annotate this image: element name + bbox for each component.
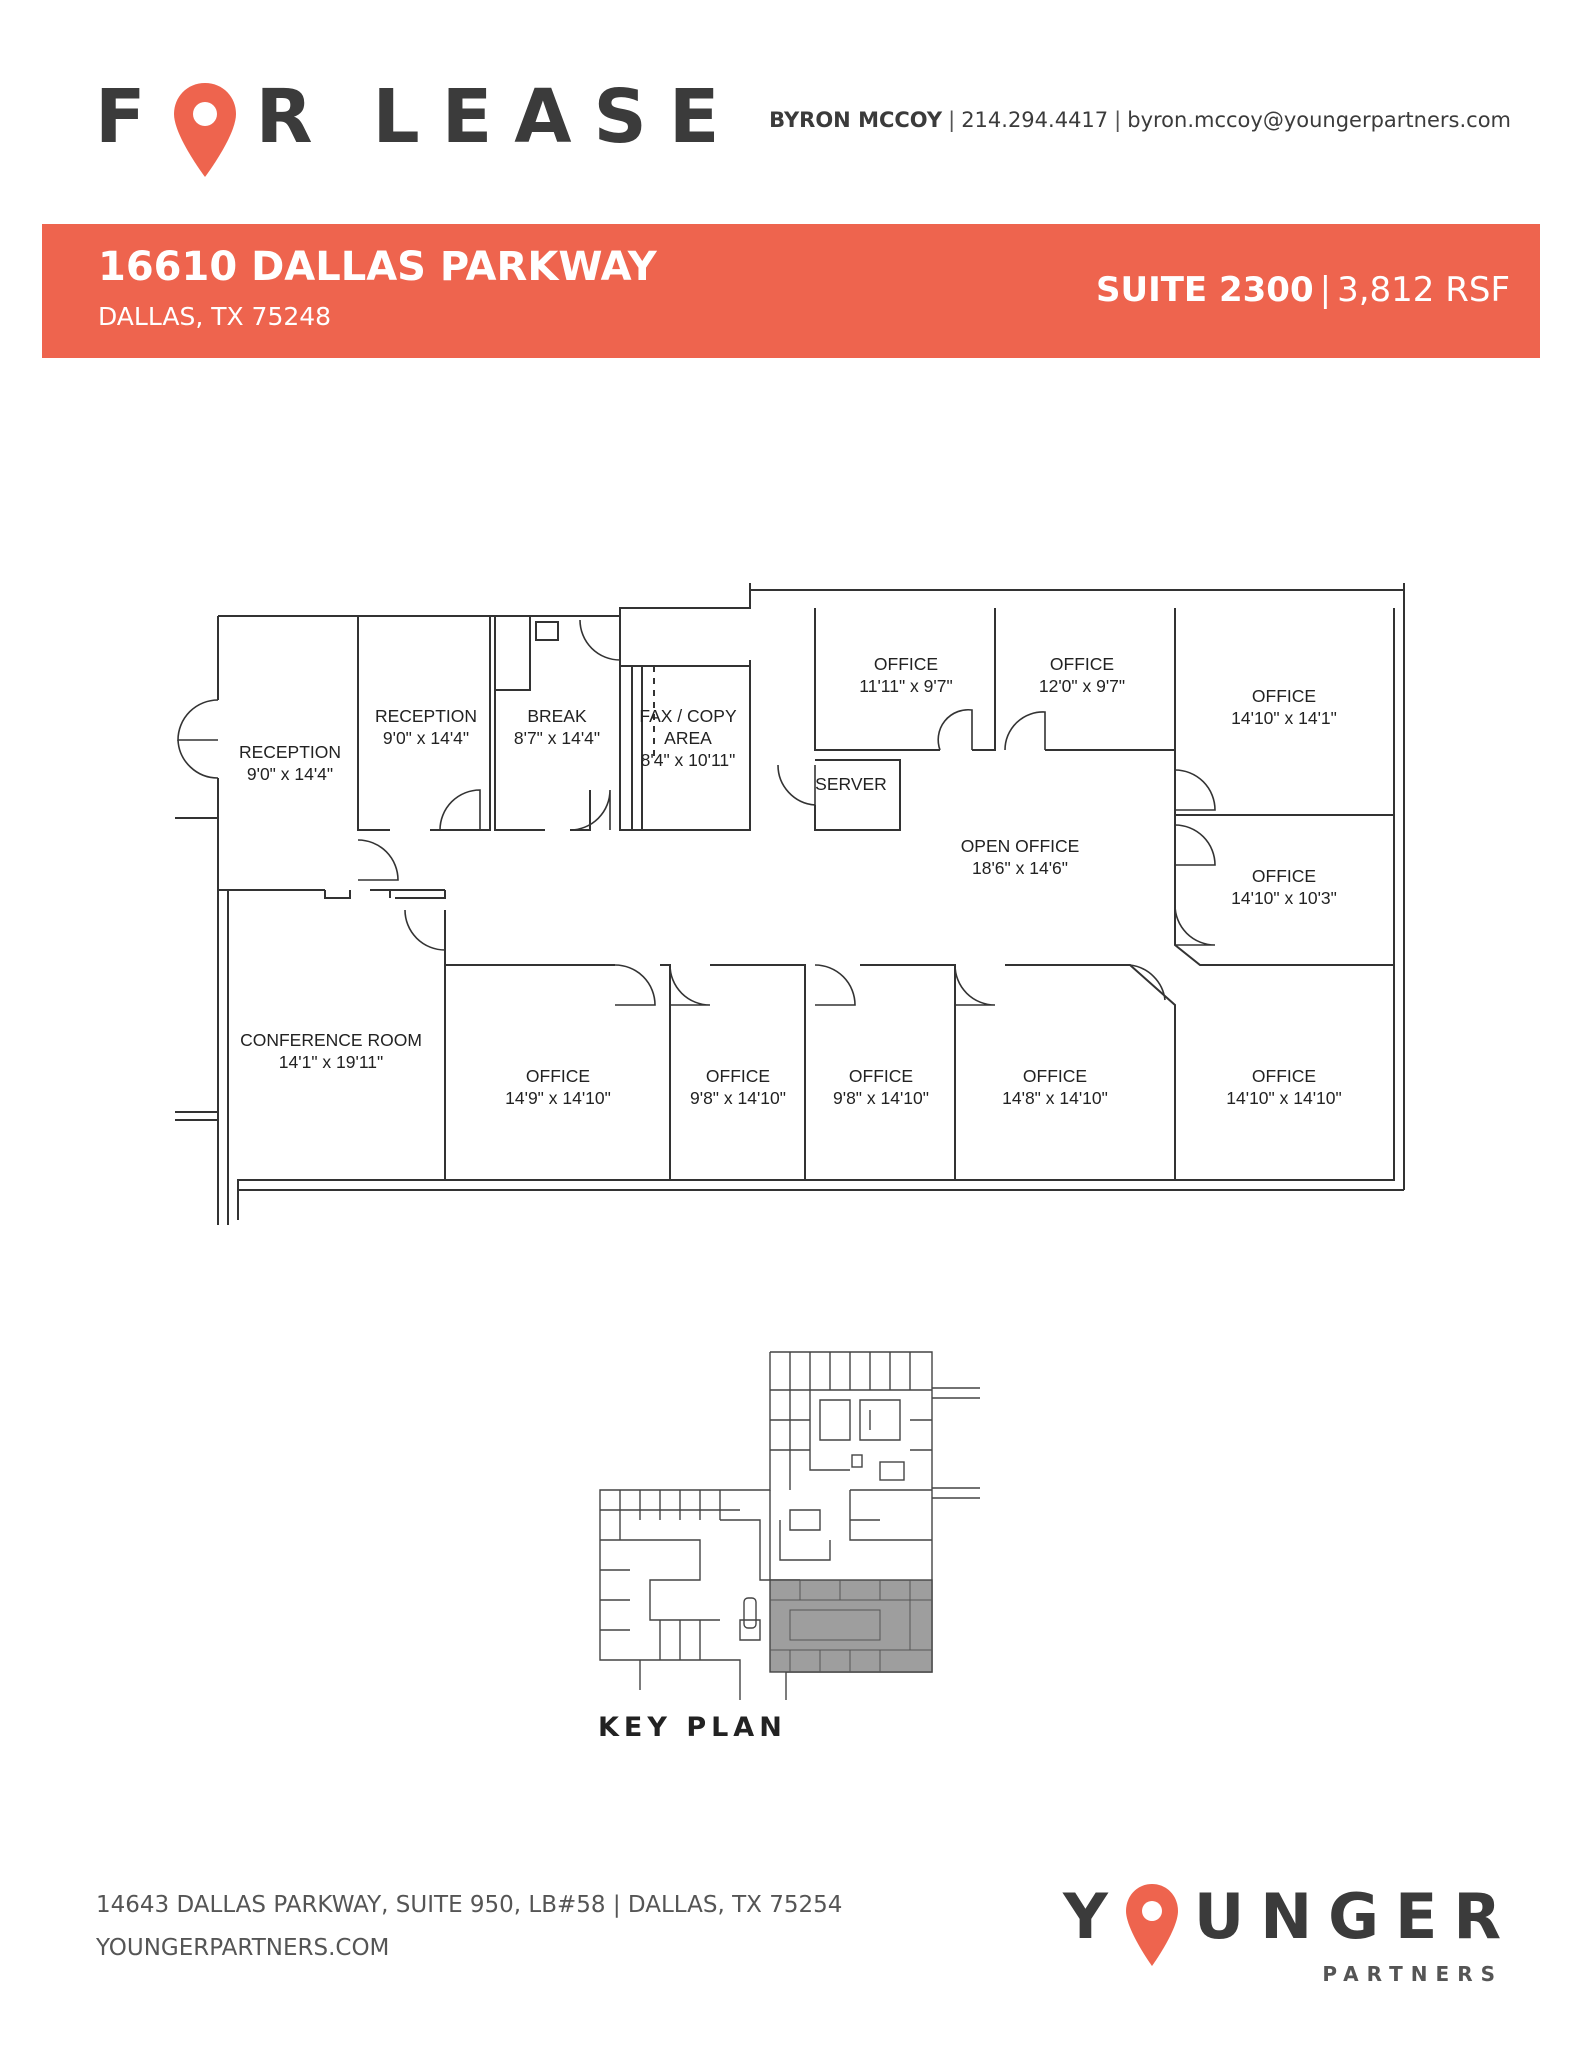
room-dims-conference: 14'1" x 19'11": [279, 1052, 383, 1072]
room-name-office-6: OFFICE: [706, 1066, 770, 1086]
younger-partners-logo: Y UNGER PARTNERS: [1063, 1872, 1503, 2002]
room-name-office-5: OFFICE: [526, 1066, 590, 1086]
room-name-break: BREAK: [527, 706, 587, 726]
title-letter-r: R: [255, 74, 335, 160]
room-name-server: SERVER: [815, 774, 887, 794]
room-name-office-9: OFFICE: [1252, 1066, 1316, 1086]
property-city: DALLAS, TX 75248: [98, 302, 332, 331]
room-dims-office-3: 14'10" x 14'1": [1231, 708, 1337, 728]
room-dims-reception-1: 9'0" x 14'4": [247, 764, 333, 784]
room-dims-office-5: 14'9" x 14'10": [505, 1088, 611, 1108]
room-dims-office-1: 11'11" x 9'7": [859, 676, 952, 696]
room-dims-office-6: 9'8" x 14'10": [690, 1088, 786, 1108]
room-dims-office-4: 14'10" x 10'3": [1231, 888, 1337, 908]
room-dims-office-8: 14'8" x 14'10": [1002, 1088, 1108, 1108]
room-name-office-2: OFFICE: [1050, 654, 1114, 674]
contact-email[interactable]: byron.mccoy@youngerpartners.com: [1127, 108, 1511, 132]
floor-plan: RECEPTION 9'0" x 14'4" RECEPTION 9'0" x …: [175, 583, 1405, 1225]
room-name-office-4: OFFICE: [1252, 866, 1316, 886]
room-dims-break: 8'7" x 14'4": [514, 728, 600, 748]
room-name-reception-2: RECEPTION: [375, 706, 477, 726]
room-dims-reception-2: 9'0" x 14'4": [383, 728, 469, 748]
room-dims-office-7: 9'8" x 14'10": [833, 1088, 929, 1108]
logo-partners: PARTNERS: [1322, 1962, 1503, 1986]
logo-word-unger: UNGER: [1193, 1879, 1518, 1953]
contact-name: BYRON MCCOY: [769, 108, 943, 132]
room-name-office-3: OFFICE: [1252, 686, 1316, 706]
room-name-fax-copy-2: AREA: [664, 728, 712, 748]
room-name-fax-copy: FAX / COPY: [639, 706, 737, 726]
room-name-office-7: OFFICE: [849, 1066, 913, 1086]
property-address: 16610 DALLAS PARKWAY: [98, 244, 657, 290]
room-dims-fax-copy: 8'4" x 10'11": [641, 750, 736, 770]
room-dims-office-2: 12'0" x 9'7": [1039, 676, 1125, 696]
key-plan-label: KEY PLAN: [598, 1712, 787, 1743]
contact-phone[interactable]: 214.294.4417: [961, 108, 1109, 132]
title-letter-f: F: [95, 74, 168, 160]
suite-info: SUITE 2300|3,812 RSF: [1095, 270, 1510, 310]
logo-letter-y: Y: [1063, 1879, 1124, 1953]
for-lease-title: F R LEASE: [95, 72, 742, 177]
key-plan-highlighted-suite: [769, 1579, 933, 1673]
footer-website[interactable]: YOUNGERPARTNERS.COM: [96, 1935, 390, 1961]
suite-number: SUITE 2300: [1095, 270, 1314, 310]
room-name-office-8: OFFICE: [1023, 1066, 1087, 1086]
logo-pin-icon: [1125, 1884, 1178, 1966]
room-name-open-office: OPEN OFFICE: [961, 836, 1080, 856]
suite-area: 3,812 RSF: [1337, 270, 1510, 310]
property-banner: 16610 DALLAS PARKWAY DALLAS, TX 75248 SU…: [42, 224, 1540, 358]
location-pin-icon: [173, 83, 236, 177]
room-name-conference: CONFERENCE ROOM: [240, 1030, 422, 1050]
title-word-lease: LEASE: [372, 74, 742, 160]
room-name-office-1: OFFICE: [874, 654, 938, 674]
room-dims-open-office: 18'6" x 14'6": [972, 858, 1068, 878]
logo-wordmark: Y UNGER: [1063, 1872, 1518, 1966]
contact-line: BYRON MCCOY|214.294.4417|byron.mccoy@you…: [769, 108, 1511, 132]
room-dims-office-9: 14'10" x 14'10": [1226, 1088, 1341, 1108]
footer-address: 14643 DALLAS PARKWAY, SUITE 950, LB#58 |…: [96, 1892, 843, 1918]
room-name-reception-1: RECEPTION: [239, 742, 341, 762]
